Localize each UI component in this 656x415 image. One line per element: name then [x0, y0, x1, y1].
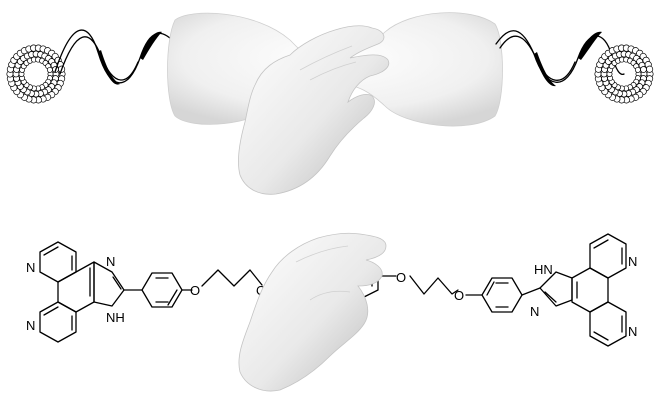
- left-bead-ring: [6, 44, 66, 104]
- right-linker: O: [409, 275, 483, 303]
- left-ribbon: [54, 29, 177, 85]
- right-phenanthroline-imidazole: HN N N N: [530, 233, 637, 347]
- atom-n: N: [26, 260, 35, 275]
- top-schematic: [6, 12, 654, 195]
- atom-o: O: [190, 283, 200, 298]
- top-hand-icon: [237, 25, 390, 195]
- atom-n: N: [628, 324, 637, 339]
- bottom-hand-icon: [238, 232, 387, 392]
- bottom-molecule: N N N NH O O O: [26, 232, 637, 392]
- left-phenanthroline-imidazole: N N N NH: [26, 241, 143, 343]
- bead: [646, 65, 654, 73]
- atom-n: N: [530, 304, 539, 319]
- atom-n: N: [26, 318, 35, 333]
- bead: [46, 66, 53, 73]
- atom-n: N: [106, 254, 115, 269]
- atom-o: O: [454, 288, 464, 303]
- atom-nh: NH: [106, 310, 125, 325]
- bead: [634, 66, 641, 73]
- bead: [640, 66, 647, 73]
- right-phenyl: [481, 277, 541, 313]
- atom-o: O: [396, 270, 406, 285]
- right-bead-ring: [594, 44, 654, 104]
- atom-n: N: [628, 254, 637, 269]
- atom-hn: HN: [534, 262, 553, 277]
- left-phenyl: O: [141, 272, 200, 308]
- atom-o: O: [256, 283, 266, 298]
